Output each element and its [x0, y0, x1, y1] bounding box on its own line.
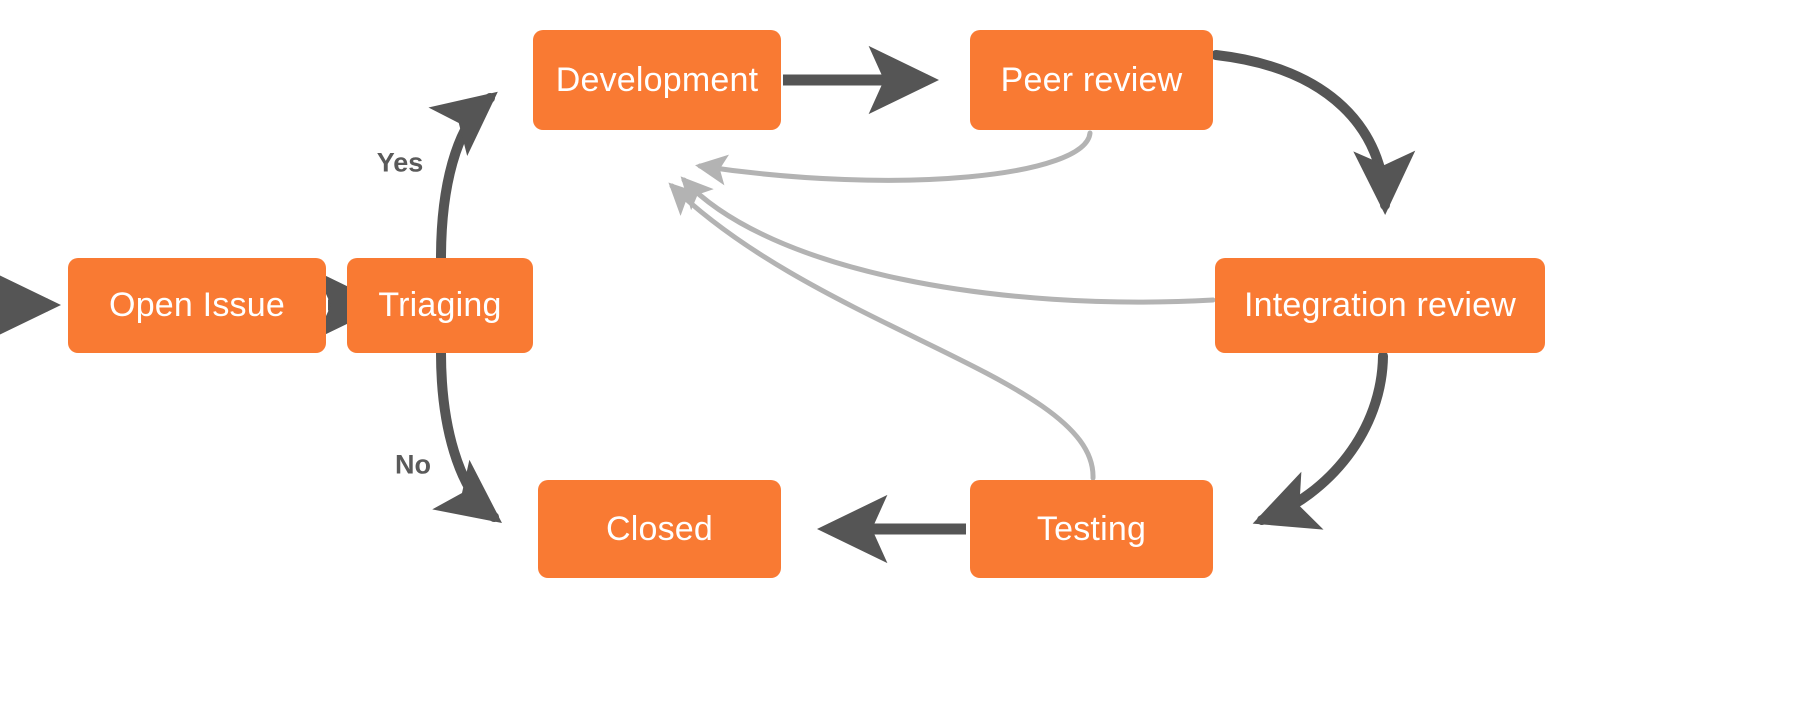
edge-peer-review-to-integration	[1211, 50, 1416, 215]
edge-integration-to-testing	[1252, 351, 1388, 530]
node-label: Open Issue	[109, 286, 285, 324]
edge-triaging-to-development	[428, 91, 498, 263]
node-label: Closed	[605, 509, 714, 548]
edge-triaging-to-closed	[432, 348, 502, 524]
node-triaging[interactable]: Triaging	[347, 258, 533, 353]
edge-label-yes: Yes	[376, 147, 424, 178]
edge-label-no: No	[395, 449, 431, 480]
node-label: Integration review	[1244, 286, 1516, 324]
node-integration-review[interactable]: Integration review	[1215, 258, 1545, 353]
edge-testing-to-development	[668, 182, 1096, 481]
node-peer-review[interactable]: Peer review	[970, 30, 1213, 130]
node-open-issue[interactable]: Open Issue	[68, 258, 326, 353]
node-label: Development	[555, 60, 759, 99]
node-label: Testing	[1036, 509, 1147, 548]
edge-peer-review-to-development	[695, 130, 1093, 186]
node-label: Peer review	[1000, 60, 1183, 99]
node-closed[interactable]: Closed	[538, 480, 781, 578]
edge-integration-to-development	[680, 176, 1216, 305]
node-testing[interactable]: Testing	[970, 480, 1213, 578]
node-label: Triaging	[378, 286, 502, 324]
node-development[interactable]: Development	[533, 30, 781, 130]
